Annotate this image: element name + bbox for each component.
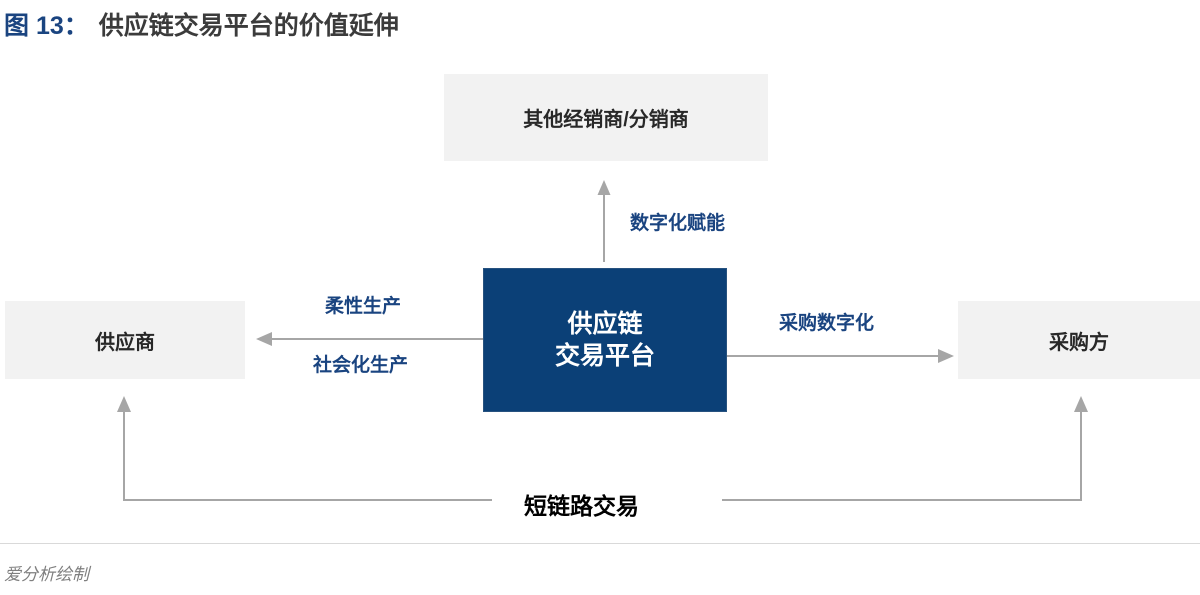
edge-platform-to-supplier xyxy=(256,332,483,346)
node-label-wrapper: 供应链 交易平台 xyxy=(555,308,655,372)
node-label-line1: 供应链 xyxy=(567,310,643,338)
edge-short-chain-right xyxy=(722,396,1088,501)
edge-label-digital-enablement: 数字化赋能 xyxy=(630,213,726,234)
node-buyer[interactable]: 采购方 xyxy=(958,301,1200,379)
edge-label-socialized-production: 社会化生产 xyxy=(313,355,409,376)
footer-source-note: 爱分析绘制 xyxy=(4,565,89,584)
figure-title-text: 供应链交易平台的价值延伸 xyxy=(98,12,399,40)
edge-short-chain-left xyxy=(117,396,492,501)
figure-number-label: 图 13： xyxy=(4,12,89,40)
edge-label-short-chain-transaction: 短链路交易 xyxy=(524,493,639,519)
node-supplier[interactable]: 供应商 xyxy=(5,301,245,379)
node-label: 采购方 xyxy=(1049,331,1109,354)
edge-label-flexible-production: 柔性生产 xyxy=(325,296,402,317)
node-supply-chain-trading-platform[interactable]: 供应链 交易平台 xyxy=(483,268,727,412)
page-title: 图 13： 供应链交易平台的价值延伸 xyxy=(4,4,1004,44)
footer-divider xyxy=(0,543,1200,544)
edge-platform-to-buyer xyxy=(727,349,954,363)
edge-label-procurement-digitalization: 采购数字化 xyxy=(779,313,875,334)
edge-platform-to-others xyxy=(597,180,611,262)
node-other-dealers-distributors[interactable]: 其他经销商/分销商 xyxy=(444,74,768,161)
node-label: 供应商 xyxy=(95,331,155,354)
node-label: 其他经销商/分销商 xyxy=(523,109,689,131)
node-label-line2: 交易平台 xyxy=(554,342,655,370)
